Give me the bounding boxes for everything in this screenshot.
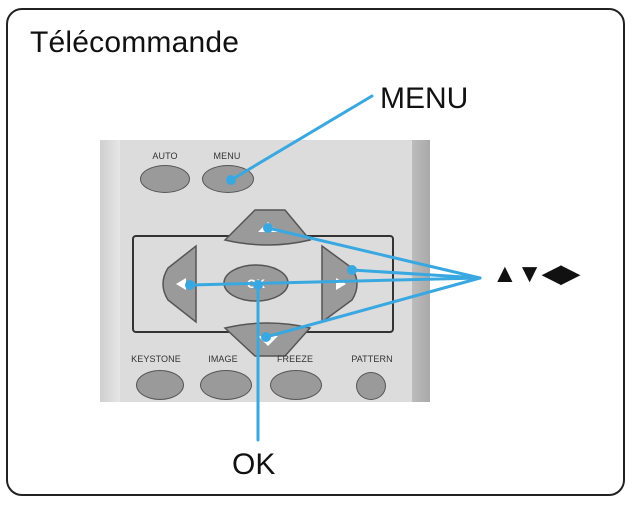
up-target-dot [263, 223, 273, 233]
remote-edge-left [100, 140, 120, 402]
diagram-title: Télécommande [30, 26, 240, 59]
right-callout-line [350, 268, 482, 280]
left-arrow-icon [176, 278, 186, 290]
up-callout-line [266, 226, 482, 280]
menu-target-dot [226, 175, 236, 185]
right-target-dot [347, 265, 357, 275]
auto-button-label: AUTO [152, 151, 178, 161]
menu-button-label: MENU [213, 151, 241, 161]
remote-edge-right [412, 140, 430, 402]
down-callout-line [264, 276, 482, 339]
ok-target-dot [253, 280, 263, 290]
ok-callout-label: OK [232, 448, 276, 481]
down-target-dot [261, 332, 271, 342]
keystone-button[interactable] [136, 370, 184, 400]
image-button[interactable] [200, 370, 252, 400]
menu-callout-line [229, 94, 374, 182]
left-callout-line [188, 276, 482, 287]
left-target-dot [185, 280, 195, 290]
arrows-callout-label: ▲▼◀▶ [492, 258, 580, 288]
menu-callout-label: MENU [380, 82, 469, 115]
auto-button[interactable] [140, 165, 190, 193]
pattern-button[interactable] [356, 372, 386, 400]
freeze-button[interactable] [270, 370, 322, 400]
image-button-label: IMAGE [208, 354, 238, 364]
keystone-button-label: KEYSTONE [131, 354, 181, 364]
pattern-button-label: PATTERN [351, 354, 393, 364]
freeze-button-label: FREEZE [276, 354, 314, 364]
